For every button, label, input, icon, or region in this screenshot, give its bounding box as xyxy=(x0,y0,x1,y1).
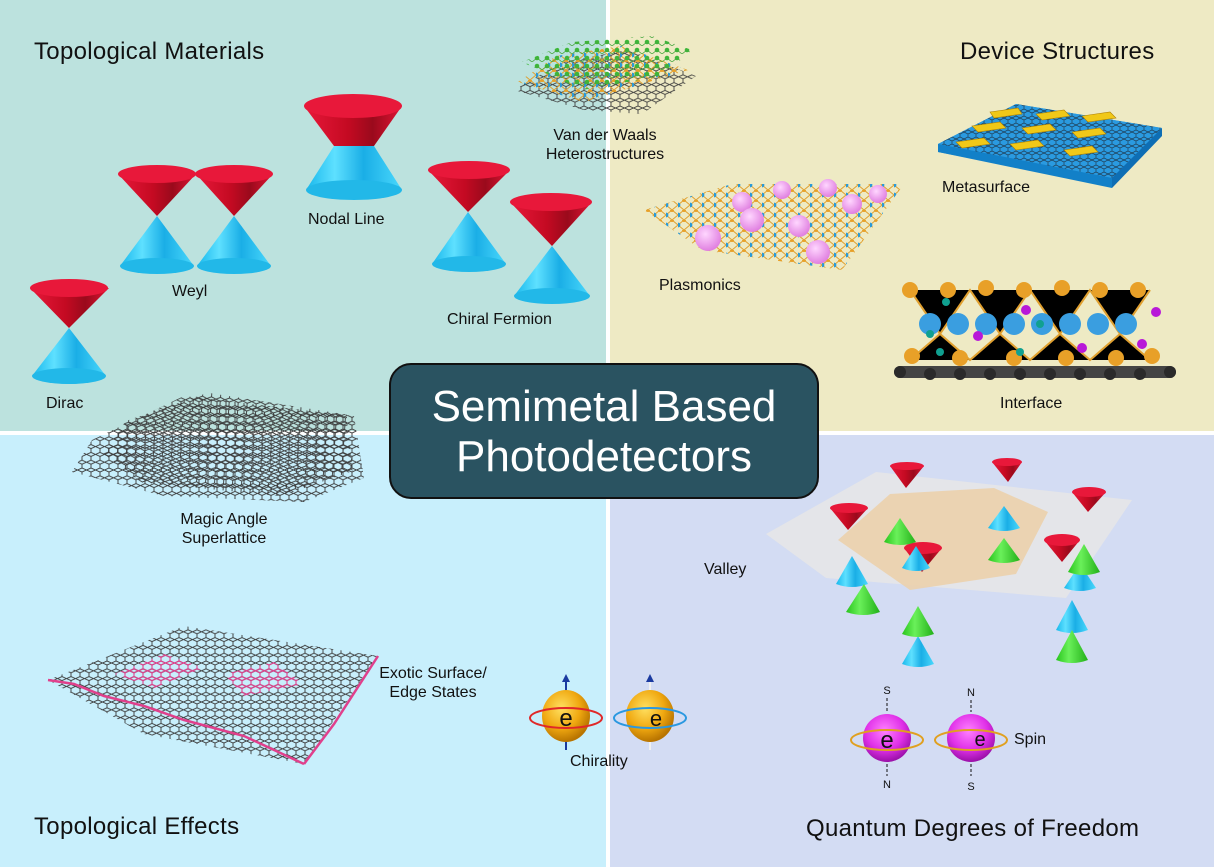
chiral-fermion-label: Chiral Fermion xyxy=(447,311,552,328)
center-title-box: Semimetal Based Photodetectors xyxy=(389,363,819,499)
magic-angle-label-line1: Magic Angle xyxy=(180,511,268,528)
metasurface-icon xyxy=(938,104,1162,188)
topological-materials-panel xyxy=(0,0,606,431)
center-title-line2: Photodetectors xyxy=(456,432,752,481)
dirac-label: Dirac xyxy=(46,395,84,412)
chiral-fermion-cones-icon xyxy=(428,161,592,304)
metasurface-label: Metasurface xyxy=(942,179,1031,196)
spin-label: Spin xyxy=(1014,731,1047,748)
vdw-label-line2: Heterostructures xyxy=(545,146,665,163)
electron-symbol: e xyxy=(974,729,985,751)
plasmonics-icon xyxy=(644,179,904,270)
interface-label: Interface xyxy=(1000,395,1063,412)
magic-angle-superlattice-icon xyxy=(72,392,364,502)
spin-pole-label: S xyxy=(883,685,890,697)
spin-pole-label: S xyxy=(967,781,974,793)
spin-icon: S e N N e S xyxy=(850,685,1008,793)
chirality-label: Chirality xyxy=(570,753,628,770)
plasmonics-label: Plasmonics xyxy=(659,277,741,294)
magic-angle-label: Magic Angle Superlattice xyxy=(160,510,288,548)
interface-icon xyxy=(894,280,1176,380)
nodal-line-cones-icon xyxy=(304,94,402,200)
nodal-line-label: Nodal Line xyxy=(308,211,385,228)
electron-symbol: e xyxy=(559,705,572,732)
quantum-dof-title: Quantum Degrees of Freedom xyxy=(806,815,1140,842)
valley-diagram-icon xyxy=(766,458,1132,667)
topological-effects-title: Topological Effects xyxy=(34,813,240,840)
exotic-label-line2: Edge States xyxy=(389,684,477,701)
topological-materials-title: Topological Materials xyxy=(34,38,265,65)
exotic-label: Exotic Surface/ Edge States xyxy=(372,664,494,702)
vdw-label: Van der Waals Heterostructures xyxy=(530,126,680,164)
vdw-heterostructure-icon xyxy=(514,36,696,114)
spin-pole-label: N xyxy=(883,779,891,791)
chirality-icon: e e xyxy=(529,674,687,750)
weyl-cones-icon xyxy=(118,165,273,274)
valley-label: Valley xyxy=(704,561,747,578)
dirac-cone-icon xyxy=(30,279,109,384)
electron-symbol: e xyxy=(880,727,893,754)
device-structures-title: Device Structures xyxy=(960,38,1155,65)
weyl-label: Weyl xyxy=(172,283,208,300)
magic-angle-label-line2: Superlattice xyxy=(181,530,267,547)
exotic-label-line1: Exotic Surface/ xyxy=(379,665,487,682)
vdw-label-line1: Van der Waals xyxy=(553,127,657,144)
center-title-line1: Semimetal Based xyxy=(431,382,777,431)
exotic-edge-states-icon xyxy=(47,626,380,766)
electron-symbol: e xyxy=(650,706,662,731)
spin-pole-label: N xyxy=(967,687,975,699)
